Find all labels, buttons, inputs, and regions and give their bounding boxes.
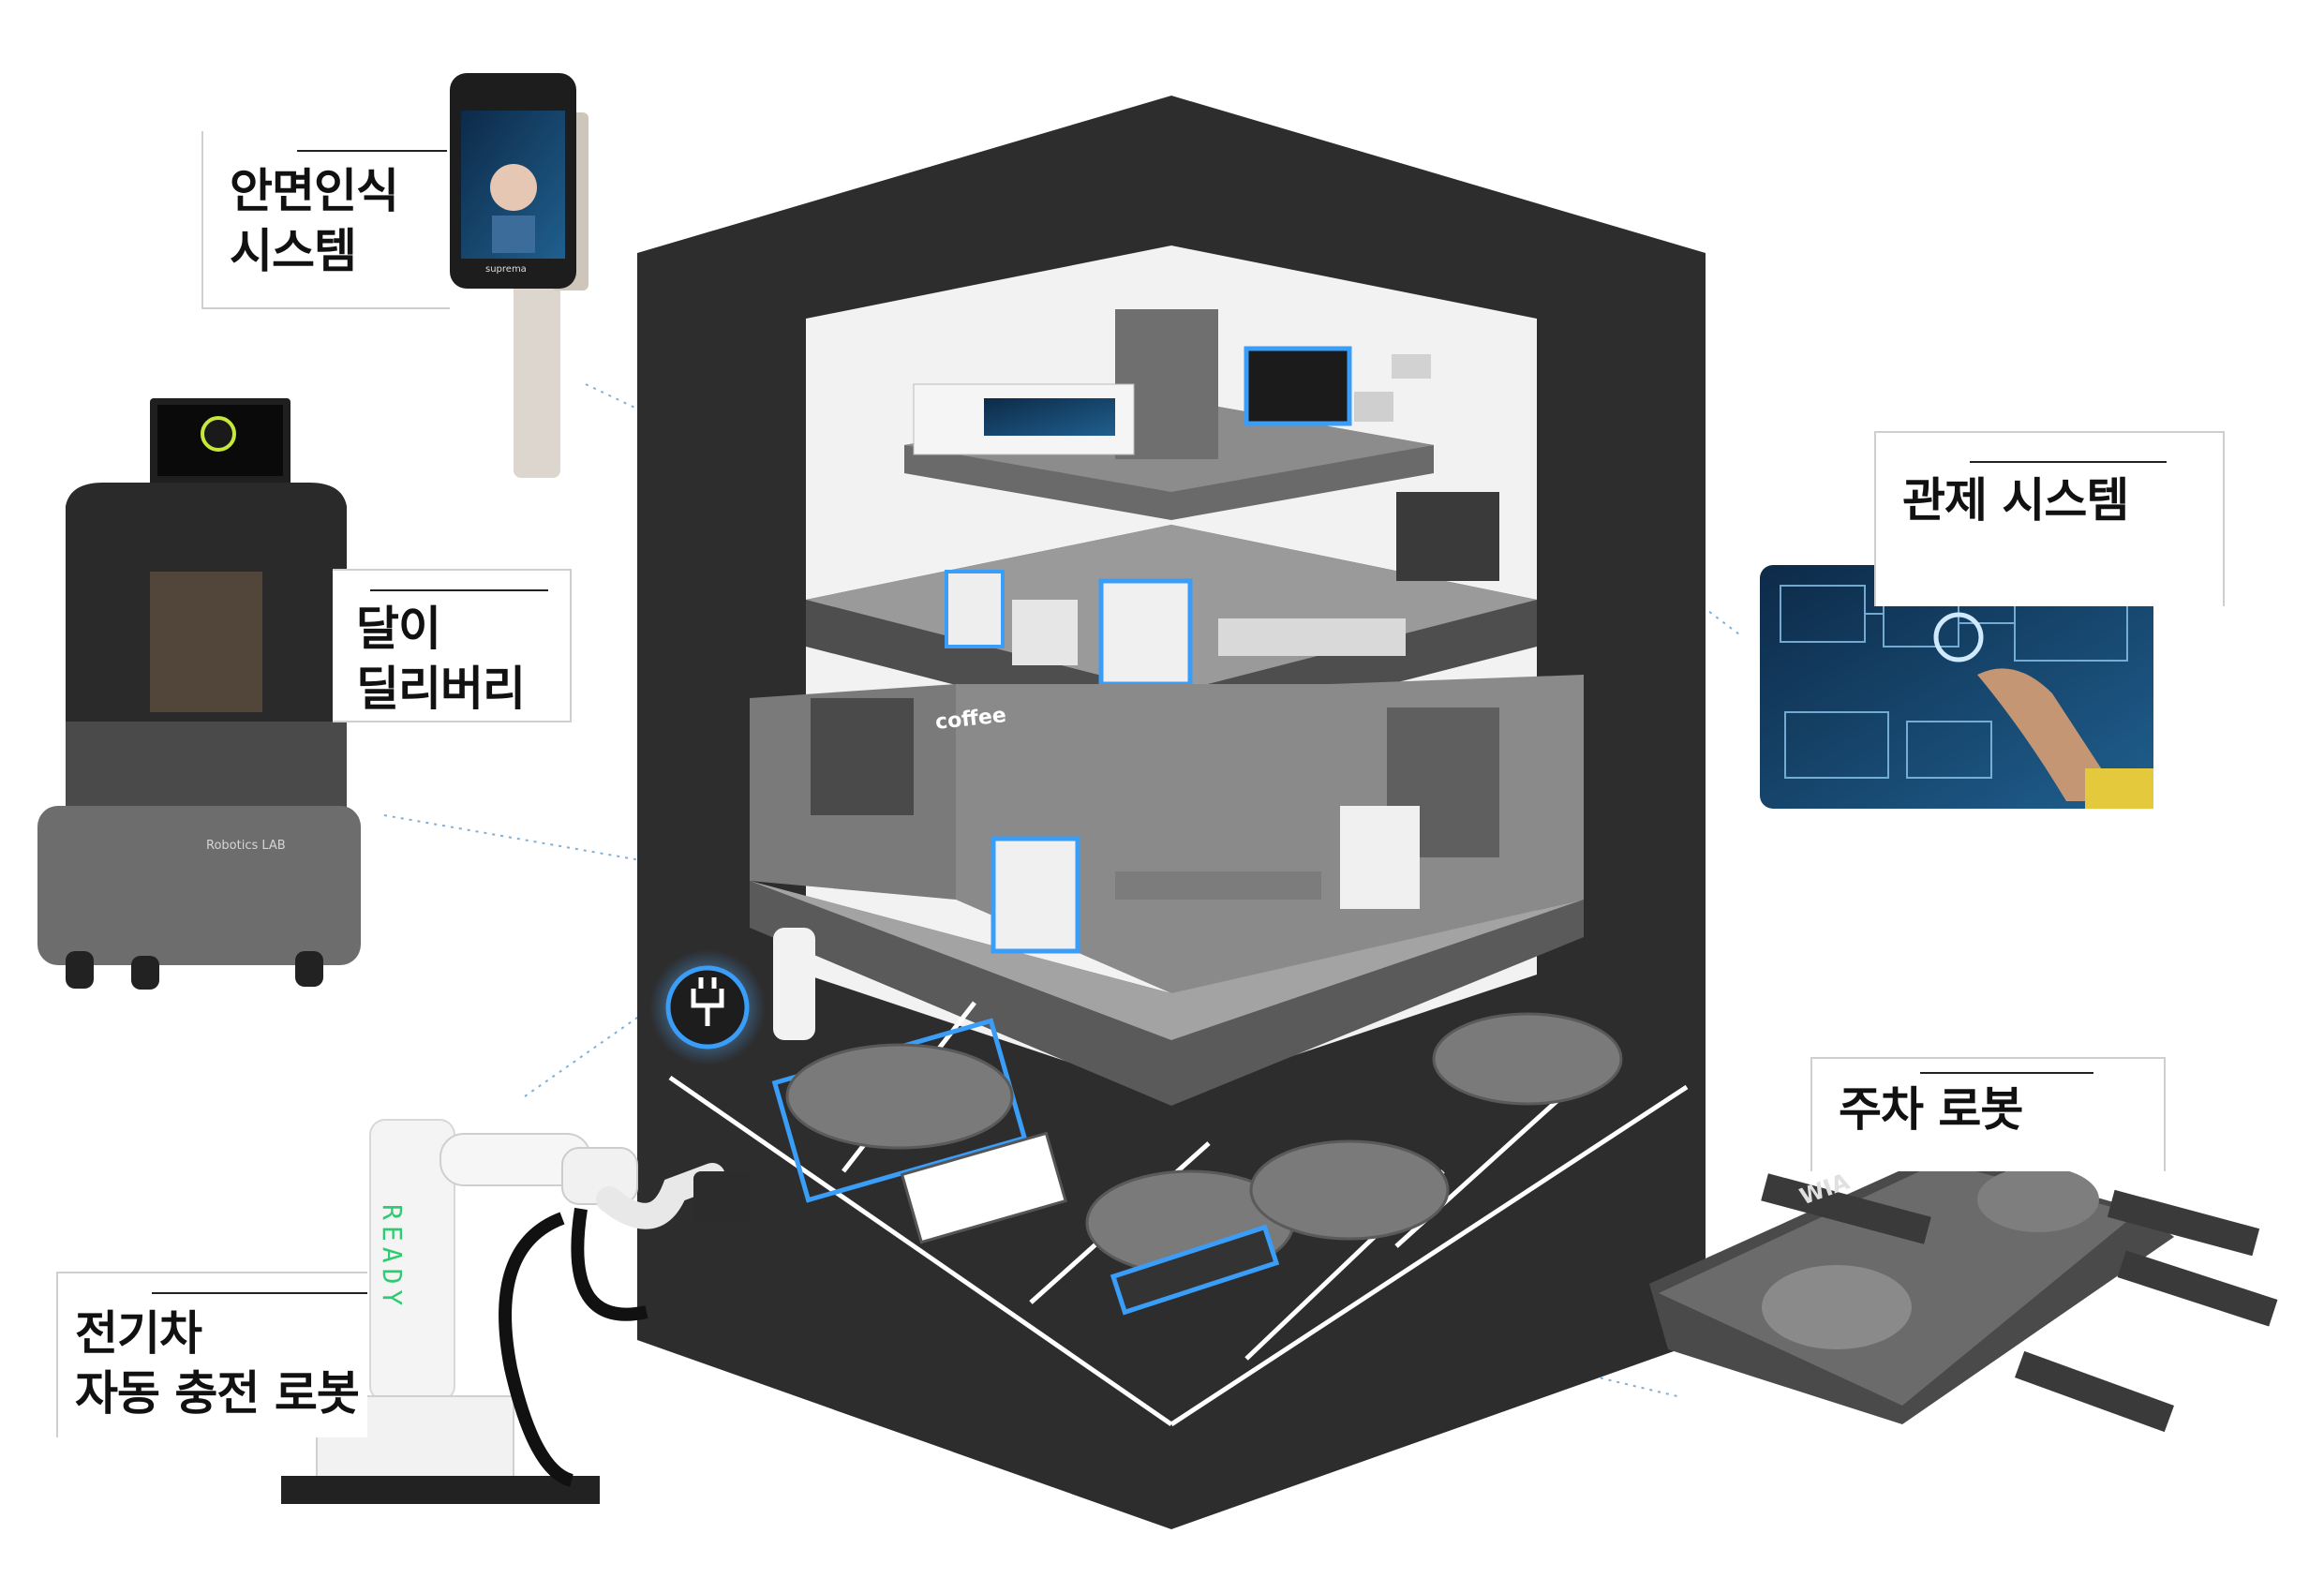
label-face-recognition: 안면인식 시스템 <box>230 164 399 278</box>
label-control-system: 관제 시스템 <box>1902 473 2129 528</box>
ev-charging-robot <box>281 1119 750 1504</box>
callout-face-recognition: 안면인식 시스템 <box>201 131 450 309</box>
label-parking-robot: 주차 로봇 <box>1839 1082 2023 1137</box>
lower-floor <box>750 675 1584 1106</box>
callout-ev-charging: 전기차 자동 충전 로봇 <box>56 1272 367 1437</box>
callout-delivery: 달이 딜리버리 <box>333 569 572 722</box>
callout-control-system: 관제 시스템 <box>1874 431 2225 606</box>
callout-parking-robot: 주차 로봇 <box>1810 1057 2166 1171</box>
charger-status: READY <box>377 1204 408 1312</box>
top-floor <box>904 309 1434 520</box>
parking-robot-floor <box>1110 1224 1280 1316</box>
ev-charger-post <box>773 928 815 1040</box>
label-delivery: 달이 딜리버리 <box>356 602 526 716</box>
face-recognition-device <box>450 73 588 478</box>
parking-robot-device <box>1649 1153 2278 1433</box>
control-system-screen <box>1760 565 2153 809</box>
delivery-robot-brand: Robotics LAB <box>206 839 286 853</box>
face-terminal-brand: suprema <box>485 264 527 275</box>
robot-pad <box>900 1131 1067 1244</box>
label-ev-charging: 전기차 자동 충전 로봇 <box>75 1306 360 1421</box>
plug-icon <box>691 977 724 1026</box>
delivery-robot <box>37 398 361 990</box>
